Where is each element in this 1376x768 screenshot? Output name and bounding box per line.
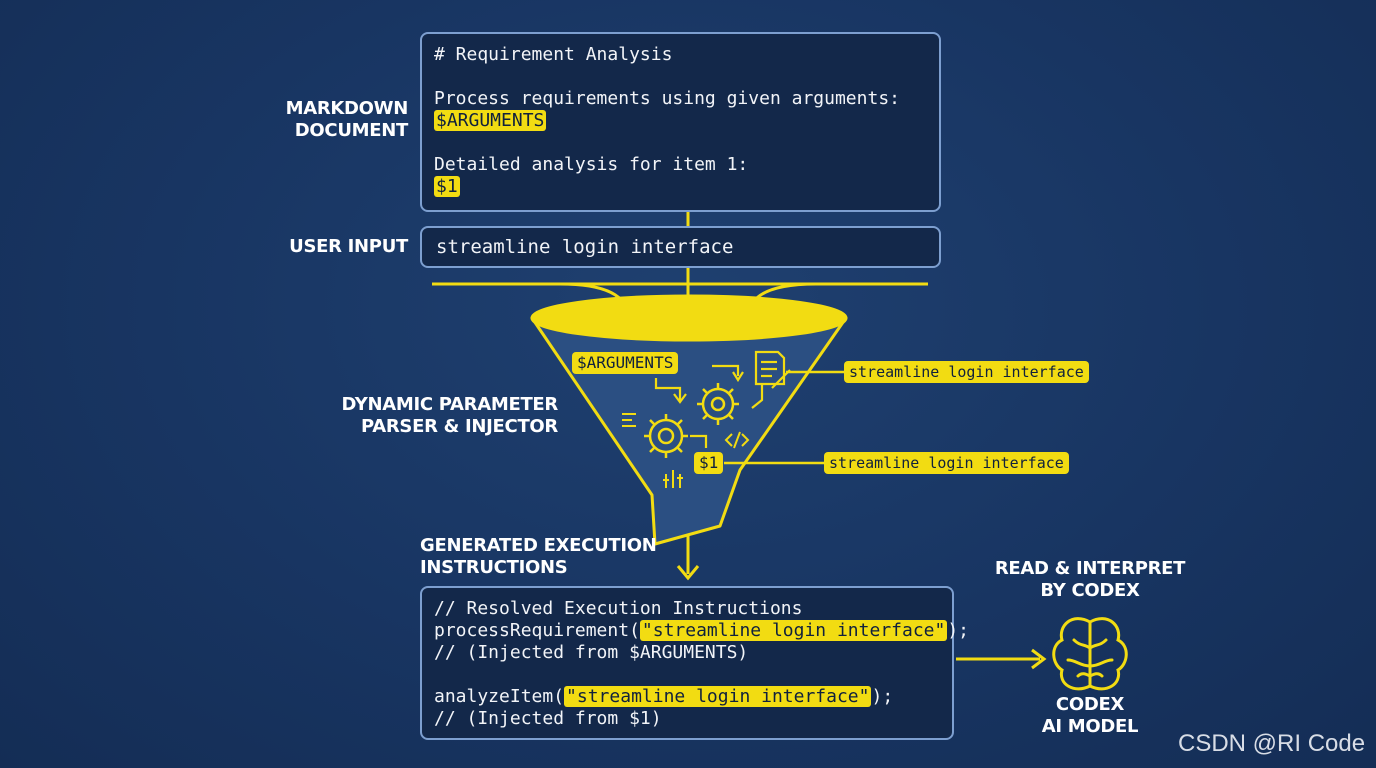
watermark: CSDN @RI Code bbox=[1178, 730, 1366, 757]
doc-line2: Detailed analysis for item 1: bbox=[434, 154, 749, 175]
doc-line1: Process requirements using given argumen… bbox=[434, 88, 900, 109]
funnel-icon bbox=[530, 294, 848, 546]
generated-label-line2: INSTRUCTIONS bbox=[420, 557, 568, 578]
text-lines-icon bbox=[622, 413, 636, 427]
doc-heading: # Requirement Analysis bbox=[434, 44, 673, 65]
flow-arrows-inner bbox=[654, 364, 764, 448]
call2-prefix: analyzeItem( bbox=[434, 686, 565, 707]
arguments-injected-value: streamline login interface bbox=[844, 361, 1089, 383]
markdown-label-line2: DOCUMENT bbox=[294, 120, 409, 141]
gear-icon bbox=[644, 414, 688, 458]
read-label-line1: READ & INTERPRET bbox=[994, 558, 1186, 579]
gear-icon-2 bbox=[697, 383, 739, 425]
one-token: $1 bbox=[434, 176, 460, 197]
arguments-token: $ARGUMENTS bbox=[434, 110, 547, 131]
code-brackets-icon bbox=[724, 431, 750, 449]
brain-icon bbox=[1052, 617, 1128, 691]
markdown-document-label: MARKDOWN DOCUMENT bbox=[280, 98, 409, 142]
markdown-document-panel: # Requirement Analysis Process requireme… bbox=[420, 32, 941, 212]
one-injected-value: streamline login interface bbox=[824, 452, 1069, 474]
parser-label-line1: DYNAMIC PARAMETER bbox=[341, 394, 558, 415]
output-comment2: // (Injected from $ARGUMENTS) bbox=[434, 642, 749, 663]
output-call1: processRequirement("streamline login int… bbox=[434, 620, 969, 642]
read-label-line2: BY CODEX bbox=[1040, 580, 1140, 601]
user-input-field[interactable]: streamline login interface bbox=[420, 226, 941, 268]
user-input-value: streamline login interface bbox=[436, 236, 734, 258]
generated-instructions-label: GENERATED EXECUTION INSTRUCTIONS bbox=[420, 535, 660, 579]
generated-label-line1: GENERATED EXECUTION bbox=[420, 535, 657, 556]
execution-instructions-panel: // Resolved Execution Instructions proce… bbox=[420, 586, 969, 740]
call2-suffix: ); bbox=[871, 686, 894, 707]
output-comment3: // (Injected from $1) bbox=[434, 708, 662, 729]
user-input-label: USER INPUT bbox=[289, 236, 408, 257]
model-label-line1: CODEX bbox=[1055, 694, 1125, 715]
markdown-label-line1: MARKDOWN bbox=[285, 98, 409, 119]
funnel-entry-arrows bbox=[559, 268, 817, 331]
call1-arg: "streamline login interface" bbox=[639, 620, 948, 641]
call2-arg: "streamline login interface" bbox=[564, 686, 872, 707]
output-call2: analyzeItem("streamline login interface"… bbox=[434, 686, 940, 708]
call1-suffix: ); bbox=[947, 620, 970, 641]
call1-prefix: processRequirement( bbox=[434, 620, 640, 641]
funnel-one-tag: $1 bbox=[694, 452, 724, 474]
codex-model-label: CODEX AI MODEL bbox=[1020, 694, 1160, 738]
model-label-line2: AI MODEL bbox=[1041, 716, 1139, 737]
sliders-icon bbox=[663, 470, 683, 488]
output-comment1: // Resolved Execution Instructions bbox=[434, 598, 803, 619]
parser-label-line2: PARSER & INJECTOR bbox=[361, 416, 558, 437]
read-interpret-label: READ & INTERPRET BY CODEX bbox=[990, 558, 1190, 602]
parser-label: DYNAMIC PARAMETER PARSER & INJECTOR bbox=[330, 394, 558, 438]
funnel-arguments-tag: $ARGUMENTS bbox=[572, 352, 679, 374]
